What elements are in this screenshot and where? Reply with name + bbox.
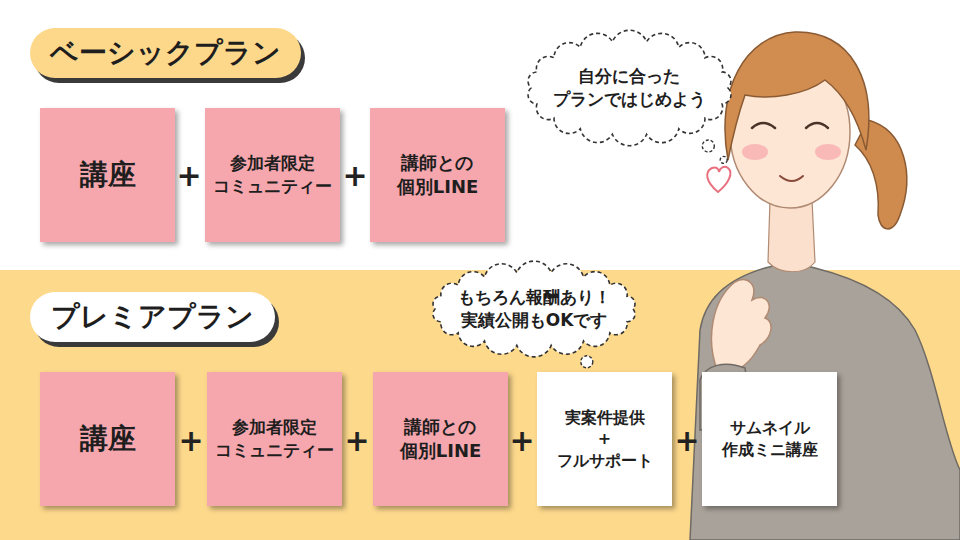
eye [806, 123, 828, 128]
feature-box: 講座 [40, 372, 175, 506]
box-text: 参加者限定 コミュニティー [215, 416, 334, 462]
plus-sign: + [509, 426, 534, 456]
feature-box: 講師との 個別LINE [370, 108, 505, 242]
bubble-outline [520, 30, 739, 146]
bubble-tail [720, 156, 727, 163]
box-text: 講座 [80, 156, 136, 194]
box-text: 講師との 個別LINE [400, 415, 482, 464]
plan-title: プレミアプラン [30, 292, 275, 342]
bubble-text: もちろん報酬あり！ 実績公開もOKです [458, 286, 611, 332]
speech-bubble: もちろん報酬あり！ 実績公開もOKです [424, 261, 644, 357]
extra-box: 実案件提供 + フルサポート [537, 372, 672, 506]
feature-box: 参加者限定 コミュニティー [205, 108, 340, 242]
plan-title-text: プレミアプラン [51, 298, 254, 336]
blush [815, 144, 841, 160]
speech-bubble: 自分に合った プランではじめよう [520, 30, 739, 146]
plus-sign: + [674, 426, 699, 456]
body-top [690, 262, 960, 540]
feature-box: 講師との 個別LINE [373, 372, 508, 506]
hands [712, 280, 772, 373]
hair [725, 32, 869, 160]
plus-sign: + [344, 426, 369, 456]
feature-box: 講座 [40, 108, 175, 242]
box-text: 参加者限定 コミュニティー [213, 152, 332, 198]
mouth [780, 176, 803, 181]
bubble-tail [702, 140, 714, 152]
bubble-tail [581, 356, 593, 368]
plus-sign: + [342, 161, 367, 191]
box-text: 講師との 個別LINE [397, 151, 479, 200]
box-text: サムネイル 作成ミニ講座 [722, 417, 818, 460]
eye [752, 123, 775, 128]
box-text: 実案件提供 + フルサポート [557, 407, 653, 472]
feature-box: 参加者限定 コミュニティー [207, 372, 342, 506]
plan-title: ベーシックプラン [30, 28, 301, 78]
plus-sign: + [178, 426, 203, 456]
blush [742, 144, 768, 160]
bubble-text: 自分に合った プランではじめよう [553, 65, 706, 111]
plan-title-text: ベーシックプラン [50, 34, 281, 72]
box-text: 講座 [80, 420, 136, 458]
extra-box: サムネイル 作成ミニ講座 [702, 372, 837, 506]
bubble-outline [528, 30, 731, 145]
plus-sign: + [176, 161, 201, 191]
heart [707, 167, 730, 192]
bubble-outline [433, 261, 635, 357]
neck [768, 200, 815, 272]
bubble-outline [424, 261, 644, 357]
